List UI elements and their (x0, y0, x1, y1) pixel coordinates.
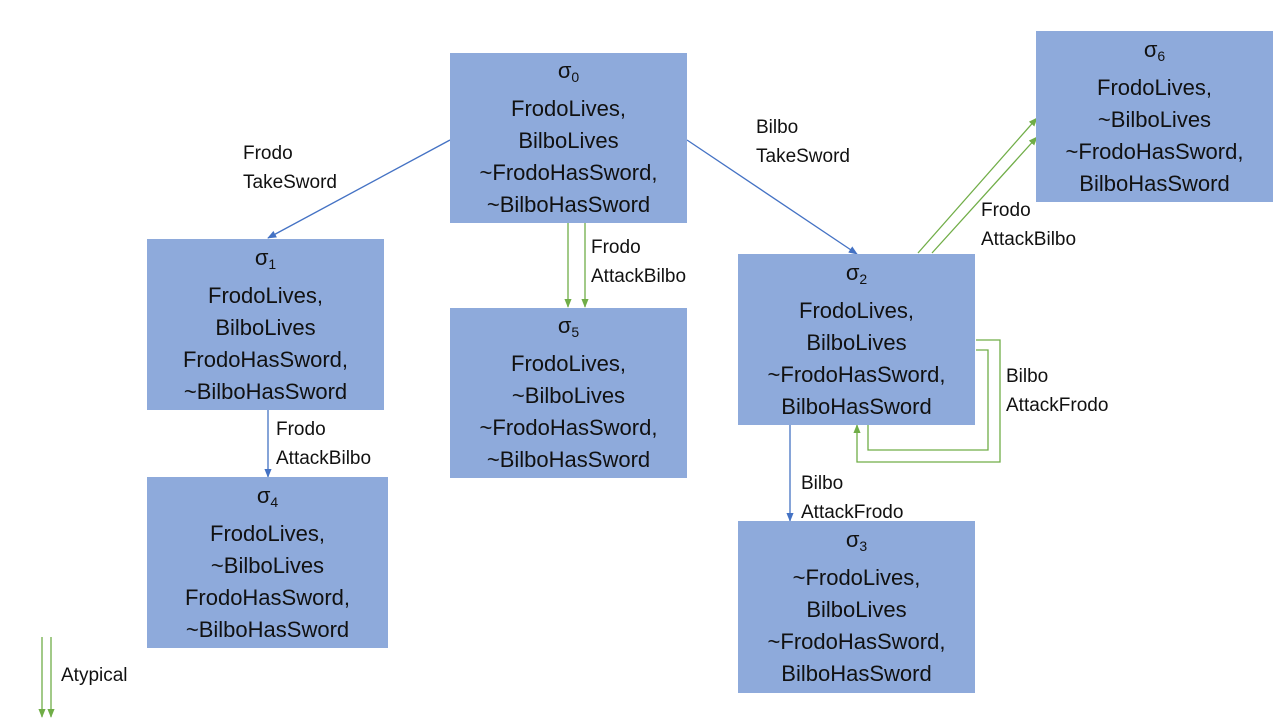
state-fact: ~FrodoHasSword, (767, 629, 946, 654)
state-index: 1 (268, 255, 277, 272)
state-fact: ~BilboHasSword (183, 378, 348, 404)
state-symbol: σ (845, 527, 860, 552)
state-fact: ~BilboLives (210, 552, 325, 578)
state-fact: ~BilboHasSword (486, 447, 651, 472)
state-fact: FrodoLives, (511, 96, 626, 121)
edge-label-action: TakeSword (243, 172, 337, 193)
arrow-s2-self-loop (853, 339, 1001, 463)
state-fact: BilboHasSword (1079, 170, 1230, 196)
legend-atypical-label: Atypical (61, 665, 128, 686)
arrow-s0-s5 (564, 223, 589, 308)
edge-label-agent: Bilbo (1006, 366, 1049, 387)
state-fact: FrodoLives, (210, 520, 325, 546)
edge-label-s0-s5: Frodo AttackBilbo (591, 233, 686, 291)
edge-label-action: TakeSword (756, 146, 850, 167)
arrow-s2-s6 (917, 117, 1038, 254)
state-fact: FrodoLives, (799, 297, 914, 323)
state-index: 3 (859, 538, 868, 554)
state-fact: ~BilboLives (1097, 106, 1212, 132)
state-s0: σ0 FrodoLives, BilboLives ~FrodoHasSword… (450, 53, 687, 223)
state-fact: FrodoHasSword, (184, 584, 351, 610)
state-s1: σ1 FrodoLives, BilboLives FrodoHasSword,… (147, 239, 384, 410)
edge-label-s1-s4: Frodo AttackBilbo (276, 415, 371, 473)
state-index: 6 (1157, 47, 1166, 64)
state-fact: BilboLives (806, 329, 907, 355)
state-fact: ~FrodoHasSword, (479, 160, 658, 185)
legend-atypical-arrow (38, 637, 55, 718)
state-fact: FrodoLives, (1097, 74, 1212, 100)
edge-label-s2-s6: Frodo AttackBilbo (981, 196, 1076, 254)
edge-label-s0-s1: Frodo TakeSword (243, 139, 337, 197)
state-symbol: σ (557, 58, 572, 83)
edge-label-action: AttackBilbo (276, 448, 372, 469)
edge-label-agent: Frodo (591, 237, 641, 258)
state-index: 4 (270, 493, 279, 510)
edge-label-s0-s2: Bilbo TakeSword (756, 113, 850, 171)
state-symbol: σ (557, 313, 572, 338)
state-fact: FrodoLives, (208, 282, 323, 308)
state-s5: σ5 FrodoLives, ~BilboLives ~FrodoHasSwor… (450, 308, 687, 478)
state-s6: σ6 FrodoLives, ~BilboLives ~FrodoHasSwor… (1036, 31, 1273, 202)
state-index: 0 (571, 69, 580, 85)
arrow-s0-s2 (686, 139, 858, 255)
state-fact: ~FrodoHasSword, (479, 415, 658, 440)
state-fact: BilboHasSword (781, 393, 932, 419)
state-fact: BilboLives (806, 597, 907, 622)
edge-label-s2-s3: Bilbo AttackFrodo (801, 469, 903, 527)
state-fact: ~FrodoLives, (792, 565, 921, 590)
state-symbol: σ (845, 259, 860, 285)
state-fact: ~BilboHasSword (185, 616, 350, 642)
state-fact: FrodoLives, (511, 351, 626, 376)
state-s4: σ4 FrodoLives, ~BilboLives FrodoHasSword… (147, 477, 388, 648)
state-symbol: σ (256, 482, 271, 508)
edge-label-agent: Bilbo (756, 117, 799, 138)
edge-label-agent: Frodo (981, 200, 1031, 221)
state-fact: ~BilboLives (511, 383, 626, 408)
edge-label-agent: Bilbo (801, 473, 844, 494)
edge-label-action: AttackBilbo (591, 266, 687, 287)
state-index: 2 (859, 270, 868, 287)
state-index: 5 (571, 324, 580, 340)
state-s3: σ3 ~FrodoLives, BilboLives ~FrodoHasSwor… (738, 521, 975, 693)
state-fact: BilboHasSword (781, 661, 932, 686)
state-symbol: σ (1143, 36, 1158, 62)
state-fact: BilboLives (215, 314, 316, 340)
edge-label-s2-self: Bilbo AttackFrodo (1006, 362, 1108, 420)
state-fact: BilboLives (518, 128, 619, 153)
edge-label-agent: Frodo (276, 419, 326, 440)
edge-label-action: AttackFrodo (801, 502, 904, 523)
state-fact: FrodoHasSword, (182, 346, 349, 372)
state-symbol: σ (254, 244, 269, 270)
edge-label-agent: Frodo (243, 143, 293, 164)
edge-label-action: AttackBilbo (981, 229, 1077, 250)
edge-label-action: AttackFrodo (1006, 395, 1109, 416)
arrow-s0-s1 (267, 139, 451, 239)
state-s2: σ2 FrodoLives, BilboLives ~FrodoHasSword… (738, 254, 975, 425)
state-fact: ~BilboHasSword (486, 192, 651, 217)
state-fact: ~FrodoHasSword, (767, 361, 946, 387)
state-fact: ~FrodoHasSword, (1065, 138, 1244, 164)
